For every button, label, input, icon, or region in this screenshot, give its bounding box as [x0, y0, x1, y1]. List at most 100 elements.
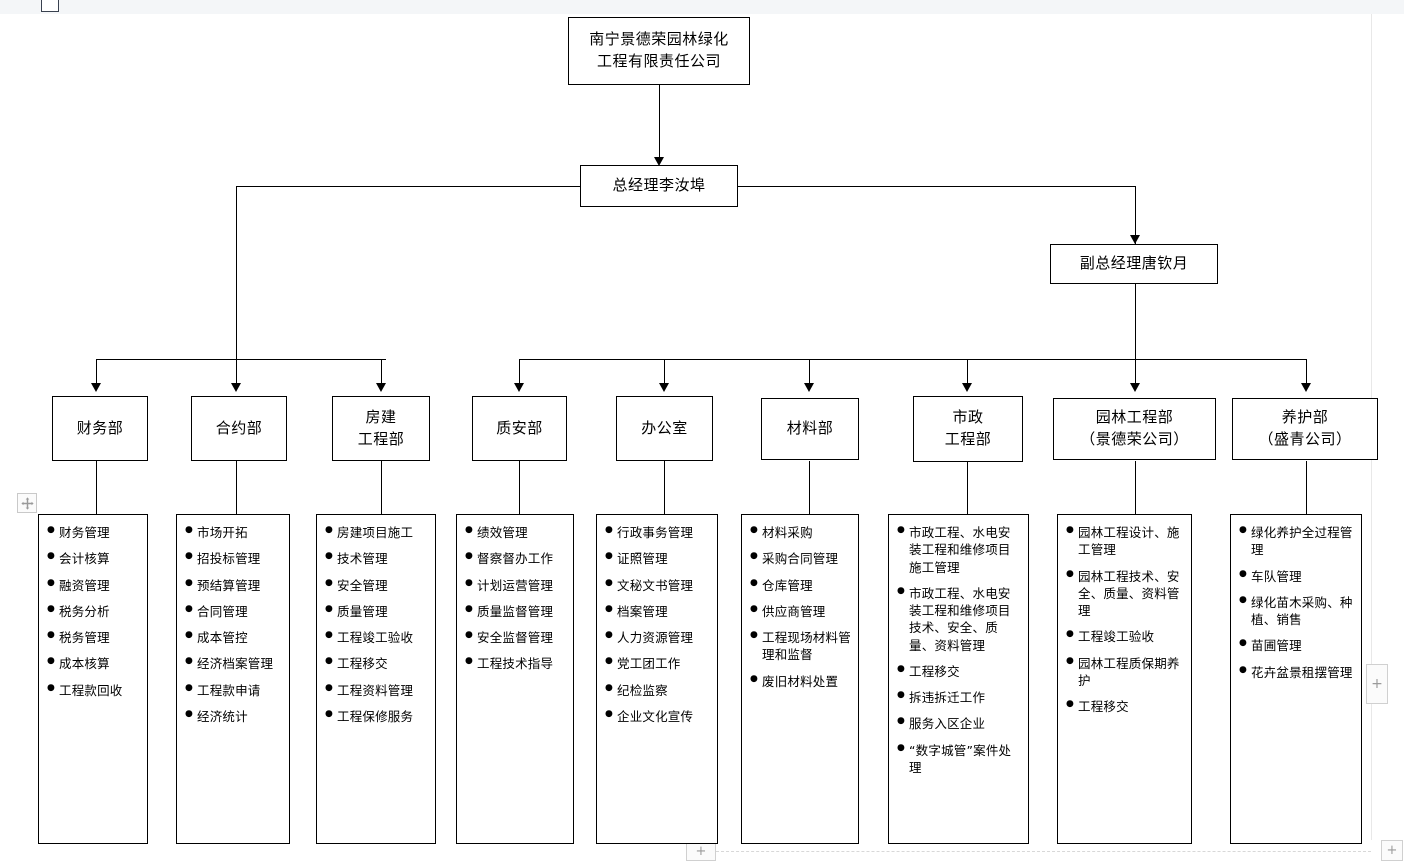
duties-panel-bangongshi[interactable]: 行政事务管理证照管理文秘文书管理档案管理人力资源管理党工团工作纪检监察企业文化宣… — [596, 514, 718, 844]
duty-item-label: 车队管理 — [1251, 568, 1302, 584]
duty-item: 园林工程技术、安全、质量、资料管理 — [1066, 568, 1185, 620]
duty-item-label: 材料采购 — [762, 525, 813, 540]
dept-label-yanghu: 养护部 （盛青公司） — [1258, 408, 1352, 448]
duties-panel-yuanlin[interactable]: 园林工程设计、施工管理园林工程技术、安全、质量、资料管理工程竣工验收园林工程质保… — [1057, 514, 1192, 844]
arrow-yanghu — [1301, 383, 1311, 392]
add-corner-button[interactable]: + — [1381, 840, 1403, 861]
duty-item-label: 采购合同管理 — [762, 551, 839, 567]
arrow-zhian — [514, 383, 524, 392]
duty-item-label: 拆违拆迁工作 — [909, 690, 986, 705]
add-row-button[interactable]: + — [686, 842, 716, 861]
dept-box-fangjian[interactable]: 房建 工程部 — [332, 396, 430, 461]
duties-panel-shizheng[interactable]: 市政工程、水电安装工程和维修项目施工管理市政工程、水电安装工程和维修项目技术、安… — [888, 514, 1029, 844]
duty-item-label: 文秘文书管理 — [617, 577, 694, 593]
move-icon[interactable] — [17, 493, 37, 513]
duty-item: 税务分析 — [47, 603, 141, 620]
duties-list-fangjian: 房建项目施工技术管理安全管理质量管理工程竣工验收工程移交工程资料管理工程保修服务 — [325, 524, 429, 725]
duties-panel-caiwu[interactable]: 财务管理会计核算融资管理税务分析税务管理成本核算工程款回收 — [38, 514, 148, 844]
duty-item: 证照管理 — [605, 550, 711, 567]
duty-item-label: 工程技术指导 — [477, 656, 554, 672]
drop-caiwu — [96, 461, 97, 514]
duty-item: 计划运营管理 — [465, 577, 567, 594]
duty-item: 安全管理 — [325, 577, 429, 594]
duty-item-label: 供应商管理 — [762, 603, 826, 619]
drop-yanghu — [1306, 461, 1307, 514]
duty-item-label: 成本管控 — [197, 630, 248, 645]
duty-item: 工程移交 — [897, 663, 1022, 680]
dept-box-heyue[interactable]: 合约部 — [191, 396, 287, 461]
stub-caiwu — [96, 359, 97, 385]
duty-item-label: 质量管理 — [337, 603, 388, 619]
duty-item-label: 督察督办工作 — [477, 551, 554, 567]
stub-bangongshi — [664, 359, 665, 385]
dept-box-yuanlin[interactable]: 园林工程部 （景德荣公司） — [1053, 398, 1216, 460]
general-manager-box[interactable]: 总经理李汝埠 — [580, 165, 738, 207]
arrow-caiwu — [91, 383, 101, 392]
arrow-yuanlin — [1130, 383, 1140, 392]
duty-item-label: 计划运营管理 — [477, 577, 554, 593]
dept-box-caiwu[interactable]: 财务部 — [52, 396, 148, 461]
duty-item-label: 企业文化宣传 — [617, 708, 694, 724]
dept-label-shizheng: 市政 工程部 — [944, 408, 992, 448]
stub-cailiao — [809, 359, 810, 385]
duties-panel-heyue[interactable]: 市场开拓招投标管理预结算管理合同管理成本管控经济档案管理工程款申请经济统计 — [176, 514, 290, 844]
dept-label-yuanlin: 园林工程部 （景德荣公司） — [1080, 408, 1189, 448]
dept-box-shizheng[interactable]: 市政 工程部 — [913, 396, 1023, 462]
duty-item-label: 会计核算 — [59, 551, 110, 567]
duty-item: 服务入区企业 — [897, 715, 1022, 732]
duty-item: 仓库管理 — [750, 577, 852, 594]
dept-box-bangongshi[interactable]: 办公室 — [616, 396, 713, 461]
company-box[interactable]: 南宁景德荣园林绿化 工程有限责任公司 — [568, 17, 750, 85]
duty-item: 拆违拆迁工作 — [897, 689, 1022, 706]
duty-item: 工程竣工验收 — [325, 629, 429, 646]
duty-item: 融资管理 — [47, 577, 141, 594]
add-column-button[interactable]: + — [1366, 664, 1388, 704]
duty-item-label: 工程现场材料管理和监督 — [762, 630, 851, 663]
dept-box-yanghu[interactable]: 养护部 （盛青公司） — [1232, 398, 1378, 460]
duties-panel-zhian[interactable]: 绩效管理督察督办工作计划运营管理质量监督管理安全监督管理工程技术指导 — [456, 514, 574, 844]
duty-item-label: 市场开拓 — [197, 525, 248, 540]
drop-cailiao — [809, 461, 810, 514]
duty-item: 质量监督管理 — [465, 603, 567, 620]
duty-item: 绩效管理 — [465, 524, 567, 541]
duty-item: 苗圃管理 — [1239, 637, 1355, 654]
drop-yuanlin — [1135, 461, 1136, 514]
duty-item-label: 花卉盆景租摆管理 — [1251, 664, 1353, 680]
duty-item-label: 市政工程、水电安装工程和维修项目施工管理 — [909, 525, 1011, 575]
duty-item-label: 合同管理 — [197, 603, 248, 619]
duty-item-label: 市政工程、水电安装工程和维修项目技术、安全、质量、资料管理 — [909, 585, 1011, 653]
connector-gm-deputy-drop — [1135, 186, 1136, 244]
duties-panel-cailiao[interactable]: 材料采购采购合同管理仓库管理供应商管理工程现场材料管理和监督废旧材料处置 — [741, 514, 859, 844]
duty-item: 人力资源管理 — [605, 629, 711, 646]
duty-item-label: 园林工程技术、安全、质量、资料管理 — [1078, 568, 1180, 619]
duty-item: 文秘文书管理 — [605, 577, 711, 594]
duty-item: 工程保修服务 — [325, 708, 429, 725]
duty-item-label: 经济档案管理 — [197, 656, 274, 672]
dept-box-zhian[interactable]: 质安部 — [472, 396, 567, 461]
duties-panel-fangjian[interactable]: 房建项目施工技术管理安全管理质量管理工程竣工验收工程移交工程资料管理工程保修服务 — [316, 514, 436, 844]
top-resize-handle[interactable] — [41, 0, 59, 12]
general-manager-label: 总经理李汝埠 — [612, 176, 706, 195]
deputy-general-manager-box[interactable]: 副总经理唐钦月 — [1050, 244, 1218, 284]
duty-item: 成本核算 — [47, 655, 141, 672]
duty-item: 工程资料管理 — [325, 682, 429, 699]
duty-item: 材料采购 — [750, 524, 852, 541]
arrow-gm-deputy — [1130, 235, 1140, 244]
bus-group1 — [96, 359, 386, 360]
duty-item: 工程移交 — [325, 655, 429, 672]
duty-item-label: 档案管理 — [617, 603, 668, 619]
duty-item: 成本管控 — [185, 629, 283, 646]
duty-item: 税务管理 — [47, 629, 141, 646]
duty-item-label: 安全管理 — [337, 577, 388, 593]
connector-gm-left-drop — [236, 186, 237, 359]
duty-item-label: 行政事务管理 — [617, 525, 694, 540]
dept-label-fangjian: 房建 工程部 — [357, 407, 405, 448]
dept-label-cailiao: 材料部 — [786, 419, 834, 438]
duty-item-label: 税务管理 — [59, 630, 110, 645]
duties-panel-yanghu[interactable]: 绿化养护全过程管理车队管理绿化苗木采购、种植、销售苗圃管理花卉盆景租摆管理 — [1230, 514, 1362, 844]
dept-box-cailiao[interactable]: 材料部 — [761, 398, 859, 460]
duty-item: 绿化养护全过程管理 — [1239, 524, 1355, 559]
duties-list-zhian: 绩效管理督察督办工作计划运营管理质量监督管理安全监督管理工程技术指导 — [465, 524, 567, 673]
duty-item: 预结算管理 — [185, 577, 283, 594]
duty-item-label: 工程竣工验收 — [337, 630, 414, 645]
